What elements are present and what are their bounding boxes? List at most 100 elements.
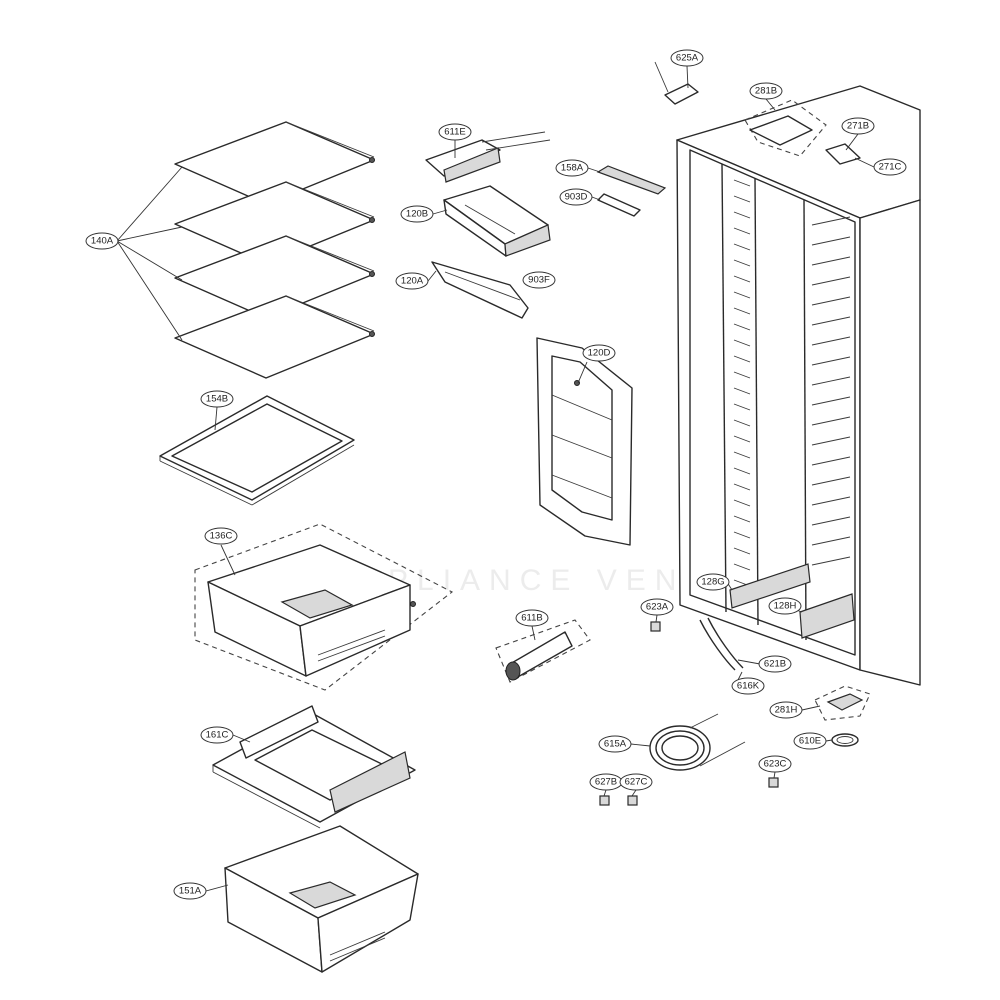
rail-slot [733,403,751,411]
callout-labels: 140A 154B 136C 161C 151A 611E 120B 120A … [85,49,907,900]
rail-slot [733,531,751,539]
callout-903D[interactable]: 903D [559,188,593,206]
freezer-rail [811,536,851,546]
clip-627C [627,795,638,806]
callout-140A[interactable]: 140A [85,232,119,250]
bar-158A [596,165,667,195]
svg-text:128G: 128G [701,577,724,588]
rail-slot [733,275,751,283]
hose-621B [699,617,744,671]
clip-627B [599,795,610,806]
freezer-rail [811,336,851,346]
panel-120D [536,337,633,546]
callout-120A[interactable]: 120A [395,272,429,290]
callout-158A[interactable]: 158A [555,159,589,177]
callout-621B[interactable]: 621B [758,655,792,673]
guide-128G [729,563,811,609]
freezer-rail [811,356,851,366]
shelf-frame [159,395,355,506]
svg-text:281B: 281B [755,86,777,97]
rail-slot [733,387,751,395]
water-filter-611B [495,619,591,683]
glass-shelf-4 [174,295,375,379]
tubing-coil-615A [649,713,746,771]
svg-text:625A: 625A [676,53,699,64]
svg-text:623C: 623C [764,759,787,770]
freezer-rail [811,456,851,466]
rail-slot [733,547,751,555]
top-part-625A [654,61,699,105]
callout-625A[interactable]: 625A [670,49,704,67]
svg-text:128H: 128H [774,601,797,612]
rail-slot [733,195,751,203]
callout-128G[interactable]: 128G [696,573,730,591]
callout-154B[interactable]: 154B [200,390,234,408]
svg-text:161C: 161C [206,730,229,741]
callout-271C[interactable]: 271C [873,158,907,176]
svg-text:903F: 903F [528,275,550,286]
rail-slot [733,499,751,507]
rail-slot [733,419,751,427]
callout-281B[interactable]: 281B [749,82,783,100]
callout-623A[interactable]: 623A [640,598,674,616]
guide-128H [799,593,855,639]
glass-shelf-2 [174,181,375,265]
rail-slot [733,211,751,219]
callout-271B[interactable]: 271B [841,117,875,135]
callout-627B[interactable]: 627B [589,773,623,791]
refrigerator-cabinet [676,85,921,686]
freezer-rail [811,296,851,306]
callout-610E[interactable]: 610E [793,732,827,750]
clip-623C [768,777,779,788]
freezer-rail [811,216,851,226]
svg-text:120D: 120D [588,348,611,359]
storage-bin [224,825,419,973]
callout-120D[interactable]: 120D [582,344,616,362]
ring-610E [831,733,859,747]
svg-text:120A: 120A [401,276,424,287]
rail-slot [733,435,751,443]
svg-text:611E: 611E [444,127,465,138]
rail-slot [733,291,751,299]
svg-text:615A: 615A [604,739,627,750]
svg-text:140A: 140A [91,236,114,247]
freezer-rail [811,256,851,266]
freezer-rail [811,376,851,386]
callout-128H[interactable]: 128H [768,597,802,615]
callout-616K[interactable]: 616K [731,677,765,695]
freezer-rail [811,276,851,286]
svg-text:611B: 611B [521,613,542,624]
rail-slot [733,179,751,187]
callout-136C[interactable]: 136C [204,527,238,545]
freezer-rail [811,316,851,326]
callout-611B[interactable]: 611B [515,609,549,627]
svg-text:151A: 151A [179,886,202,897]
svg-text:616K: 616K [737,681,760,692]
callout-611E[interactable]: 611E [438,123,472,141]
svg-text:281H: 281H [775,705,798,716]
callout-903F[interactable]: 903F [522,271,556,289]
callout-151A[interactable]: 151A [173,882,207,900]
cabinet-shelf-rails [733,179,851,587]
crisper-drawer [194,523,454,691]
callout-120B[interactable]: 120B [400,205,434,223]
hinge-271B [825,143,861,165]
rail-slot [733,339,751,347]
callout-615A[interactable]: 615A [598,735,632,753]
rail-slot [733,483,751,491]
freezer-rail [811,476,851,486]
rail-slot [733,227,751,235]
strip-903D [597,193,641,217]
callout-623C[interactable]: 623C [758,755,792,773]
svg-text:621B: 621B [764,659,786,670]
callout-161C[interactable]: 161C [200,726,234,744]
rail-slot [733,355,751,363]
freezer-rail [811,516,851,526]
svg-text:158A: 158A [561,163,584,174]
callout-281H[interactable]: 281H [769,701,803,719]
glass-shelf-3 [174,235,375,319]
callout-627C[interactable]: 627C [619,773,653,791]
cover-120A [431,261,529,319]
freezer-rail [811,416,851,426]
